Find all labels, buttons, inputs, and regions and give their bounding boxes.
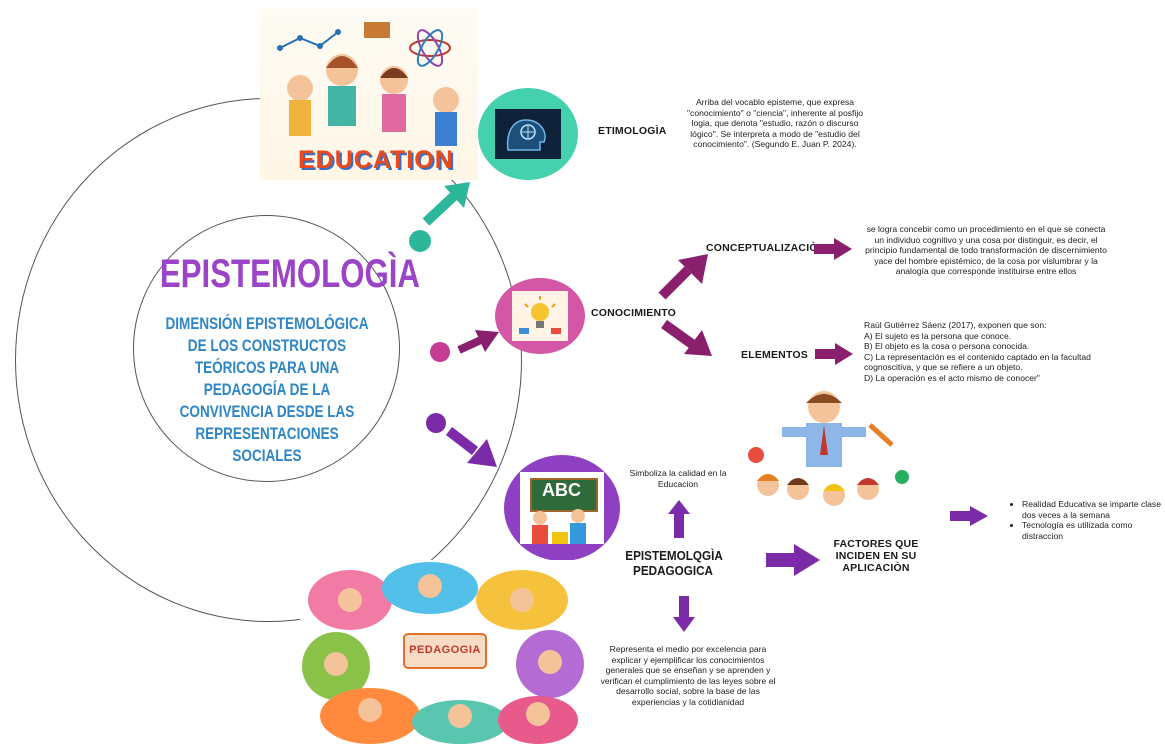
etimologia-circle[interactable]: [478, 88, 578, 180]
education-word: EDUCATION: [298, 146, 454, 174]
elementos-intro: Raúl Gutiérrez Sáenz (2017), exponen que…: [864, 320, 1047, 330]
arrow-conceptualizacion-text: [814, 238, 852, 260]
teacher-illustration: [742, 385, 920, 525]
arrow-up-simboliza: [668, 500, 690, 538]
conocimiento-label: CONOCIMIENTO: [591, 307, 677, 319]
arrow-down-representa: [673, 596, 695, 632]
factores-item: Tecnología es utilizada como distraccion: [1022, 520, 1162, 541]
pink-dot: [430, 342, 450, 362]
etimologia-label: ETIMOLOGÌA: [598, 125, 667, 137]
teal-arrow: [422, 182, 470, 226]
pedagogica-label: EPISTEMOLQGÌA PEDAGOGICA: [625, 548, 723, 578]
main-title: EPISTEMOLOGÌA: [159, 252, 420, 296]
factores-label: FACTORES QUE INCIDEN EN SU APLICACIÒN: [833, 538, 919, 574]
inner-ring: [133, 215, 400, 482]
main-subtitle: DIMENSIÓN EPISTEMOLÓGICA DE LOS CONSTRUC…: [165, 315, 369, 465]
conceptualizacion-text: se logra concebir como un procedimiento …: [865, 224, 1107, 277]
elementos-item: B) El objeto es la cosa o persona conoci…: [864, 341, 1030, 352]
arrow-to-factores-list: [950, 506, 988, 526]
factores-list: Realidad Educativa se imparte clase dos …: [1012, 499, 1162, 541]
purple-arrow-pedagogica: [445, 427, 497, 467]
magenta-arrow-conocimiento: [457, 330, 499, 354]
simboliza-text: Simboliza la calidad en la Educacion: [629, 468, 727, 489]
conocimiento-circle[interactable]: [495, 278, 585, 354]
etimologia-text: Arriba del vocablo episteme, que expresa…: [686, 97, 864, 150]
pedagogica-circle[interactable]: ABC: [504, 455, 620, 561]
conceptualizacion-label: CONCEPTUALIZACIÒN: [706, 242, 826, 254]
classroom-board-text: ABC: [542, 480, 581, 500]
elementos-item: C) La representación es el contenido cap…: [864, 351, 1091, 373]
arrow-to-factores: [766, 544, 820, 576]
elementos-label: ELEMENTOS: [741, 349, 808, 361]
elementos-item: A) El sujeto es la persona que conoce.: [864, 330, 1012, 341]
pedagogia-illustration: PEDAGOGIA: [300, 560, 586, 744]
factores-item: Realidad Educativa se imparte clase dos …: [1022, 499, 1162, 520]
education-illustration: EDUCATION: [260, 8, 478, 180]
elementos-item: D) La operación es el acto mismo de cono…: [864, 372, 1040, 383]
purple-dot: [426, 413, 446, 433]
pedagogia-word: PEDAGOGIA: [409, 644, 481, 656]
arrow-to-conceptualizacion: [658, 254, 708, 300]
teal-dot: [409, 230, 431, 252]
arrow-elementos-text: [815, 343, 853, 365]
arrow-to-elementos: [661, 319, 712, 356]
elementos-block: Raúl Gutiérrez Sáenz (2017), exponen que…: [864, 320, 1112, 384]
representa-text: Representa el medio por excelencia para …: [600, 644, 776, 707]
